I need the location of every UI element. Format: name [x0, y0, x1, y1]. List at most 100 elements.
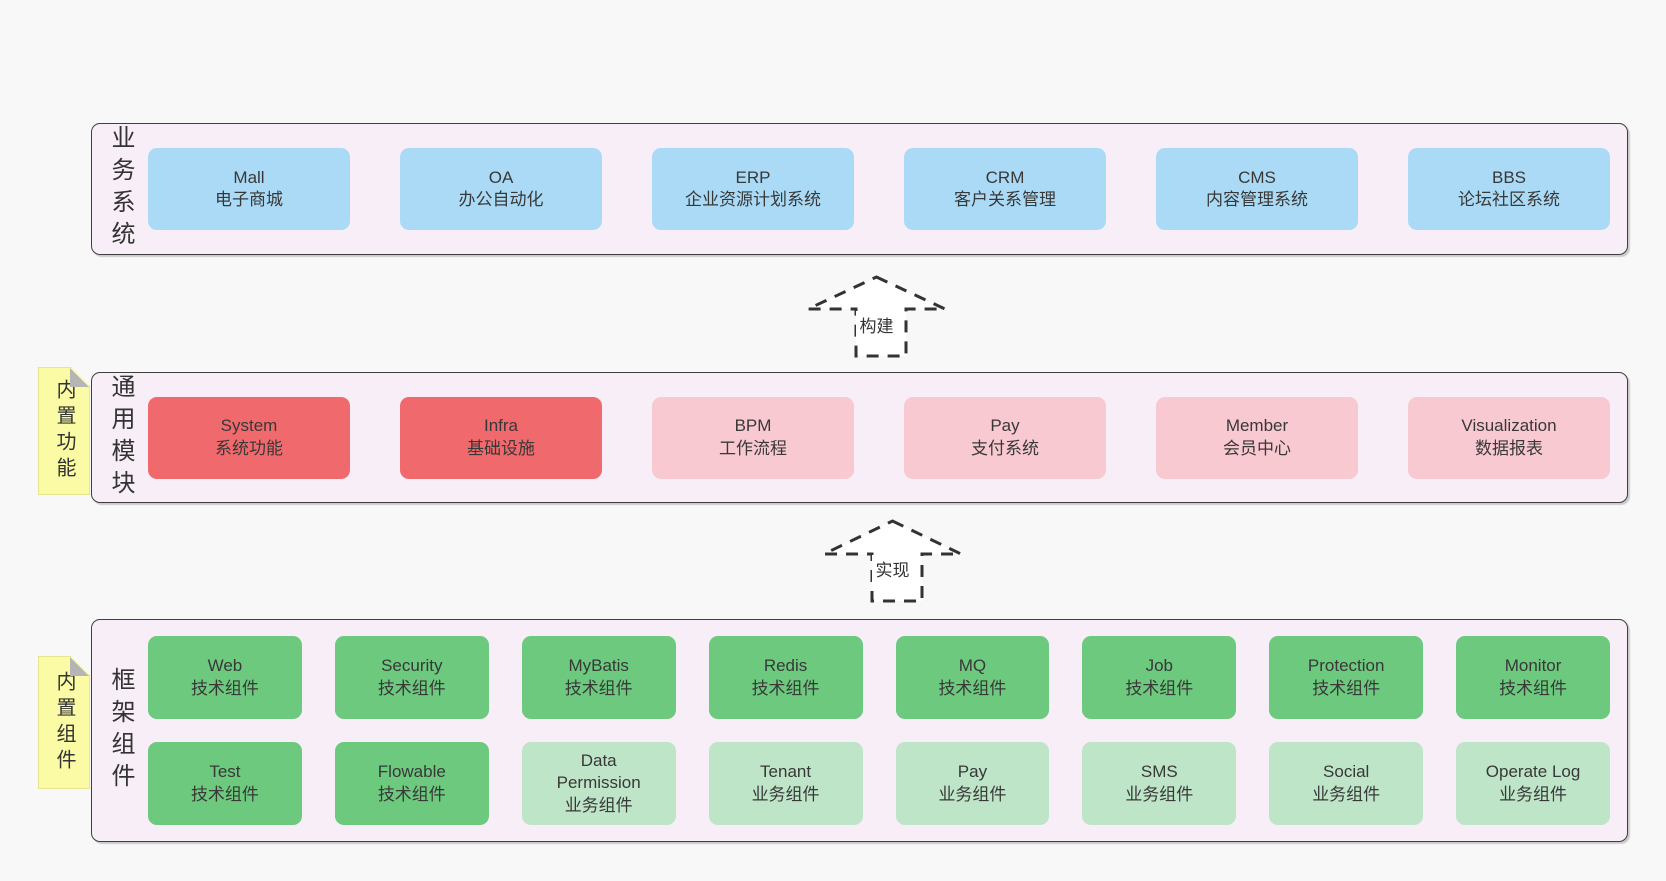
module-box: Security 技术组件 [334, 636, 489, 719]
band-framework-components: 框架组件 Web 技术组件 Security 技术组件 MyBatis 技术组件… [91, 619, 1628, 842]
module-subtitle: 技术组件 [377, 678, 446, 698]
module-title: Monitor [1504, 656, 1562, 676]
folded-corner-icon [70, 368, 89, 387]
module-title: Web [207, 656, 243, 676]
module-box: Monitor 技术组件 [1456, 636, 1610, 719]
module-box: MQ 技术组件 [895, 636, 1050, 719]
sticky-note-builtin-features: 内置功能 [38, 367, 90, 495]
module-subtitle: 技术组件 [564, 678, 633, 698]
module-box: Infra 基础设施 [400, 396, 602, 479]
module-box: Mall 电子商城 [148, 148, 350, 230]
module-title: Job [1145, 656, 1174, 676]
sticky-note-builtin-components-label: 内置组件 [53, 670, 75, 775]
module-subtitle: 技术组件 [751, 678, 820, 698]
module-box: System 系统功能 [148, 396, 350, 479]
module-subtitle: 论坛社区系统 [1458, 190, 1560, 209]
module-box: Web 技术组件 [148, 636, 302, 719]
band-common-modules: 通用模块 System 系统功能 Infra 基础设施 BPM 工作流程 Pay… [91, 372, 1628, 503]
module-box: ERP 企业资源计划系统 [652, 148, 854, 230]
module-subtitle: 业务组件 [1312, 784, 1381, 804]
module-title: Pay [990, 416, 1020, 436]
module-subtitle: 内容管理系统 [1206, 190, 1308, 209]
module-subtitle: 数据报表 [1475, 438, 1543, 458]
module-subtitle: 系统功能 [215, 438, 283, 458]
module-subtitle: 办公自动化 [458, 190, 544, 209]
module-box: OA 办公自动化 [400, 148, 602, 230]
module-subtitle: 业务组件 [938, 784, 1007, 804]
module-title: Data Permission [556, 750, 641, 793]
module-title: SMS [1140, 762, 1178, 782]
band-business-systems-content: Mall 电子商城 OA 办公自动化 ERP 企业资源计划系统 CRM 客户关系… [148, 124, 1627, 254]
module-subtitle: 技术组件 [938, 678, 1007, 698]
module-subtitle: 客户关系管理 [954, 190, 1056, 209]
module-box: BBS 论坛社区系统 [1408, 148, 1610, 230]
module-box: Test 技术组件 [148, 742, 302, 825]
module-title: Security [381, 656, 443, 676]
module-subtitle: 业务组件 [1499, 784, 1568, 804]
module-subtitle: 业务组件 [564, 795, 633, 815]
module-box: SMS 业务组件 [1082, 742, 1237, 825]
module-title: Member [1225, 416, 1289, 436]
module-box: Pay 业务组件 [895, 742, 1050, 825]
module-subtitle: 企业资源计划系统 [685, 190, 821, 209]
module-title: BPM [734, 416, 772, 436]
module-box: Social 业务组件 [1269, 742, 1424, 825]
module-box: Member 会员中心 [1156, 396, 1358, 479]
arrow-implement-label: 实现 [871, 555, 914, 582]
band-business-systems: 业务系统 Mall 电子商城 OA 办公自动化 ERP 企业资源计划系统 CRM… [91, 123, 1628, 255]
module-title: MyBatis [568, 656, 629, 676]
band-common-modules-content: System 系统功能 Infra 基础设施 BPM 工作流程 Pay 支付系统… [148, 373, 1627, 502]
module-subtitle: 电子商城 [215, 190, 283, 209]
module-box: Job 技术组件 [1082, 636, 1237, 719]
module-title: Test [209, 762, 241, 782]
arrow-build: 构建 [806, 275, 947, 358]
module-title: Operate Log [1485, 762, 1581, 782]
module-subtitle: 会员中心 [1223, 438, 1291, 458]
module-title: Social [1323, 762, 1370, 782]
module-subtitle: 支付系统 [971, 438, 1039, 458]
module-subtitle: 技术组件 [1499, 678, 1568, 698]
module-subtitle: 技术组件 [190, 784, 259, 804]
module-box: Operate Log 业务组件 [1456, 742, 1610, 825]
band-framework-components-label: 框架组件 [107, 666, 134, 795]
module-box: Protection 技术组件 [1269, 636, 1424, 719]
module-box: CRM 客户关系管理 [904, 148, 1106, 230]
module-title: Tenant [760, 762, 812, 782]
module-title: CMS [1238, 167, 1276, 187]
module-subtitle: 技术组件 [377, 784, 446, 804]
box-row-modules: System 系统功能 Infra 基础设施 BPM 工作流程 Pay 支付系统… [148, 396, 1610, 479]
band-framework-components-content: Web 技术组件 Security 技术组件 MyBatis 技术组件 Redi… [148, 620, 1627, 841]
module-box: Redis 技术组件 [708, 636, 863, 719]
module-title: System [220, 416, 278, 436]
module-box: Tenant 业务组件 [708, 742, 863, 825]
module-title: Pay [957, 762, 988, 782]
module-box: Data Permission 业务组件 [521, 742, 676, 825]
module-subtitle: 基础设施 [467, 438, 535, 458]
module-title: MQ [958, 656, 987, 676]
module-title: Flowable [377, 762, 446, 782]
sticky-note-builtin-features-label: 内置功能 [53, 379, 75, 483]
box-row-framework-1: Web 技术组件 Security 技术组件 MyBatis 技术组件 Redi… [148, 636, 1610, 719]
module-subtitle: 工作流程 [719, 438, 787, 458]
module-title: OA [488, 167, 514, 187]
module-box: Visualization 数据报表 [1408, 396, 1610, 479]
arrow-implement: 实现 [822, 519, 963, 603]
module-box: BPM 工作流程 [652, 396, 854, 479]
module-title: ERP [735, 167, 771, 187]
module-title: CRM [985, 167, 1025, 187]
module-box: MyBatis 技术组件 [521, 636, 676, 719]
module-title: Redis [763, 656, 808, 676]
module-title: BBS [1491, 167, 1527, 187]
box-row-business: Mall 电子商城 OA 办公自动化 ERP 企业资源计划系统 CRM 客户关系… [148, 148, 1610, 230]
folded-corner-icon [70, 657, 89, 676]
module-subtitle: 技术组件 [190, 678, 259, 698]
module-subtitle: 技术组件 [1312, 678, 1381, 698]
module-title: Infra [483, 416, 519, 436]
module-box: Pay 支付系统 [904, 396, 1106, 479]
module-title: Mall [233, 167, 265, 187]
module-subtitle: 业务组件 [751, 784, 820, 804]
band-common-modules-label: 通用模块 [107, 373, 134, 502]
band-business-systems-label: 业务系统 [107, 125, 134, 253]
arrow-build-label: 构建 [855, 311, 898, 338]
